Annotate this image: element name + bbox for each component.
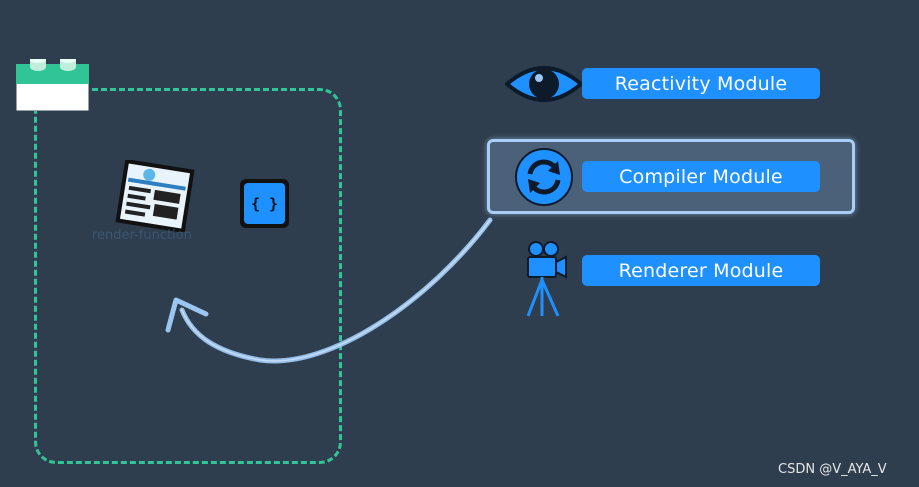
component-block-icon: [16, 59, 89, 111]
movie-camera-icon: [526, 241, 567, 317]
reactivity-module-label: Reactivity Module: [582, 68, 820, 99]
code-block-text: { }: [244, 183, 285, 224]
eye-icon: [505, 66, 583, 102]
sync-icon: [515, 148, 573, 206]
compiler-module-label: Compiler Module: [582, 161, 820, 192]
render-function-icon: [115, 160, 195, 232]
render-function-caption: render-function: [92, 228, 192, 243]
watermark: CSDN @V_AYA_V: [778, 462, 887, 477]
component-boundary: [34, 88, 342, 464]
code-block-icon: { }: [240, 179, 289, 228]
renderer-module-label: Renderer Module: [582, 255, 820, 286]
